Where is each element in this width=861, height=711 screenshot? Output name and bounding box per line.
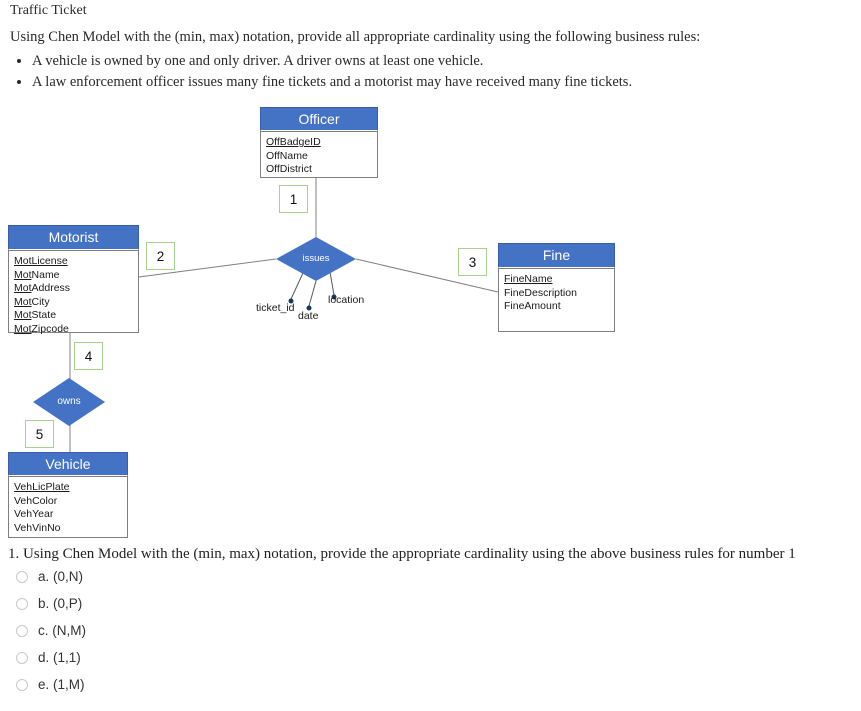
attribute-vehvinno: VehVinNo — [14, 522, 122, 536]
cardinality-marker-5: 5 — [25, 420, 54, 448]
connector-issues-fine — [355, 258, 499, 293]
attribute-vehyear: VehYear — [14, 508, 122, 522]
attribute-text: Mot — [14, 295, 32, 308]
attribute-vehcolor: VehColor — [14, 495, 122, 509]
attribute-vehlicplate: VehLicPlate — [14, 481, 122, 495]
page-title: Traffic Ticket — [10, 3, 87, 18]
entity-vehicle: Vehicle VehLicPlate VehColor VehYear Veh… — [8, 452, 128, 538]
entity-vehicle-title: Vehicle — [8, 452, 128, 476]
attribute-finename: FineName — [504, 273, 609, 287]
attribute-motstate: MotState — [14, 309, 133, 323]
issues-diamond — [276, 237, 356, 281]
radio-button-e[interactable] — [16, 679, 28, 691]
stem-ticket-id — [290, 272, 304, 300]
ticket-id-attribute-label: ticket_id — [256, 302, 295, 314]
attribute-text: MotLicense — [14, 255, 68, 267]
stem-location — [329, 271, 335, 296]
cardinality-marker-4: 4 — [74, 342, 103, 370]
owns-diamond — [33, 378, 105, 426]
cardinality-marker-3: 3 — [458, 248, 487, 276]
attribute-offdistrict: OffDistrict — [266, 163, 372, 177]
attribute-motaddress: MotAddress — [14, 282, 133, 296]
attribute-text: OffBadgeID — [266, 136, 321, 148]
attribute-finedescription: FineDescription — [504, 287, 609, 301]
business-rule-1: A vehicle is owned by one and only drive… — [32, 53, 832, 70]
attribute-text: OffName — [266, 149, 308, 162]
option-e-label: e. (1,M) — [38, 677, 85, 692]
option-d-label: d. (1,1) — [38, 650, 81, 665]
radio-button-a[interactable] — [16, 571, 28, 583]
option-b[interactable]: b. (0,P) — [16, 597, 86, 611]
attribute-text: VehColor — [14, 494, 58, 507]
entity-officer: Officer OffBadgeID OffName OffDistrict — [260, 107, 378, 178]
answer-options: a. (0,N) b. (0,P) c. (N,M) d. (1,1) e. (… — [16, 570, 86, 705]
option-a-label: a. (0,N) — [38, 569, 84, 584]
attribute-text: FineAmount — [504, 300, 561, 312]
attribute-text: VehVinNo — [14, 521, 61, 534]
attribute-text: Mot — [14, 268, 32, 281]
date-dot — [306, 305, 312, 311]
attribute-text: Mot — [14, 282, 32, 294]
entity-officer-title: Officer — [260, 107, 378, 131]
option-d[interactable]: d. (1,1) — [16, 651, 86, 665]
entity-fine: Fine FineName FineDescription FineAmount — [498, 243, 615, 332]
attribute-text: Address — [31, 282, 71, 294]
attribute-text: OffDistrict — [266, 163, 312, 175]
business-rules-list: A vehicle is owned by one and only drive… — [32, 53, 832, 95]
option-c-label: c. (N,M) — [38, 623, 86, 638]
entity-fine-title: Fine — [498, 243, 615, 268]
attribute-text: City — [31, 295, 50, 308]
question-text: 1. Using Chen Model with the (min, max) … — [8, 546, 796, 562]
attribute-fineamount: FineAmount — [504, 300, 609, 314]
diagram-connectors — [33, 178, 499, 452]
date-attribute-label: date — [298, 310, 319, 322]
option-b-label: b. (0,P) — [38, 596, 83, 611]
entity-motorist-title: Motorist — [8, 225, 139, 250]
cardinality-marker-1: 1 — [279, 185, 308, 213]
attribute-text: FineDescription — [504, 286, 577, 299]
attribute-motlicense: MotLicense — [14, 255, 133, 269]
option-e[interactable]: e. (1,M) — [16, 678, 86, 692]
attribute-text: Mot — [14, 309, 32, 321]
attribute-text: State — [31, 309, 57, 321]
entity-vehicle-attributes: VehLicPlate VehColor VehYear VehVinNo — [8, 476, 128, 538]
attribute-motname: MotName — [14, 269, 133, 283]
ticket-id-dot — [288, 298, 294, 304]
radio-button-b[interactable] — [16, 598, 28, 610]
attribute-motcity: MotCity — [14, 296, 133, 310]
cardinality-marker-2: 2 — [146, 242, 175, 270]
attribute-text: Zipcode — [31, 322, 69, 335]
attribute-text: Name — [31, 268, 60, 281]
radio-button-c[interactable] — [16, 625, 28, 637]
entity-motorist: Motorist MotLicense MotName MotAddress M… — [8, 225, 139, 335]
attribute-offbadgeid: OffBadgeID — [266, 136, 372, 150]
option-a[interactable]: a. (0,N) — [16, 570, 86, 584]
instructions-text: Using Chen Model with the (min, max) not… — [10, 29, 701, 45]
radio-button-d[interactable] — [16, 652, 28, 664]
attribute-text: FineName — [504, 273, 553, 285]
er-diagram: issues owns ticket_id date location Offi… — [0, 100, 861, 540]
connector-motorist-issues — [138, 258, 277, 278]
business-rule-2: A law enforcement officer issues many fi… — [32, 74, 832, 91]
location-dot — [331, 294, 337, 300]
attribute-offname: OffName — [266, 150, 372, 164]
entity-officer-attributes: OffBadgeID OffName OffDistrict — [260, 131, 378, 178]
attribute-text: VehYear — [14, 508, 54, 520]
entity-fine-attributes: FineName FineDescription FineAmount — [498, 268, 615, 332]
attribute-motzipcode: MotZipcode — [14, 323, 133, 337]
attribute-text: VehLicPlate — [14, 481, 70, 493]
attribute-text: Mot — [14, 322, 32, 335]
entity-motorist-attributes: MotLicense MotName MotAddress MotCity Mo… — [8, 250, 139, 335]
location-attribute-label: location — [328, 294, 365, 306]
stem-date — [308, 280, 317, 307]
option-c[interactable]: c. (N,M) — [16, 624, 86, 638]
